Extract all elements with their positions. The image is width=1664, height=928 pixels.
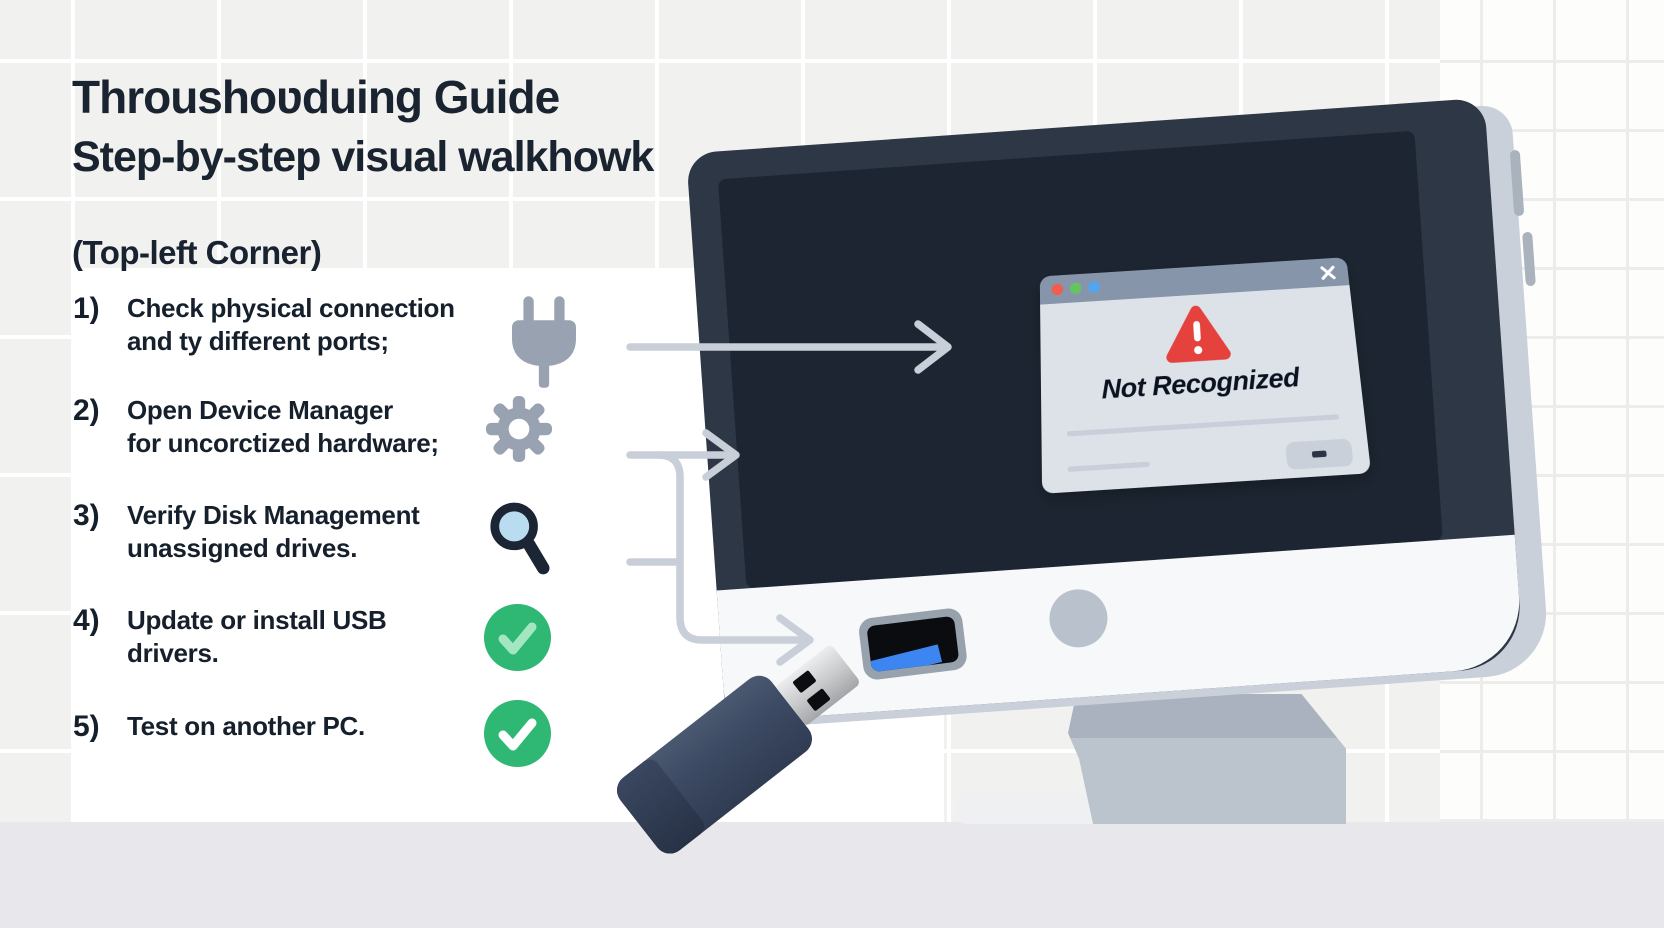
usb-connector-hole (792, 669, 817, 694)
dialog-ok-button[interactable] (1285, 438, 1354, 470)
step-number: 1) (73, 292, 100, 325)
check-circle-icon (484, 700, 551, 772)
blue-dot-icon (1088, 281, 1101, 294)
step-number: 2) (73, 394, 100, 427)
button-label-dash (1311, 450, 1327, 458)
plug-icon (512, 296, 576, 393)
usb-port-blue-tab (866, 644, 942, 673)
step-row-5: 5) Test on another PC. (73, 710, 365, 744)
dialog-body: Not Recognized (1040, 285, 1372, 494)
warning-triangle-icon (1158, 300, 1237, 374)
step-text: Test on another PC. (127, 711, 365, 741)
magnifier-icon (488, 500, 550, 583)
step-number: 4) (73, 604, 100, 637)
step-number: 5) (73, 710, 100, 743)
desk-strip (0, 822, 1664, 928)
dialog-divider (1067, 414, 1339, 437)
gear-icon (486, 396, 552, 467)
green-dot-icon (1069, 282, 1082, 295)
error-dialog-window: Not Recognized (1039, 257, 1372, 494)
monitor: Not Recognized (686, 97, 1524, 723)
check-circle-icon (484, 604, 551, 676)
power-button-circle (1047, 587, 1110, 650)
corner-label: (Top-left Corner) (72, 234, 322, 271)
usb-port-slot (866, 615, 960, 673)
usb-port (857, 606, 969, 682)
usb-connector-hole (806, 688, 831, 712)
close-x-icon[interactable] (1318, 263, 1337, 281)
page-title: Throushoʋduing Guide (72, 71, 560, 123)
page-subtitle: Step-by-step visual walkhowk (72, 133, 654, 181)
dialog-placeholder-text-line (1067, 461, 1151, 472)
step-number: 3) (73, 499, 100, 532)
monitor-screen: Not Recognized (717, 130, 1443, 589)
monitor-stand-neck (1068, 694, 1346, 824)
red-dot-icon (1051, 283, 1064, 296)
